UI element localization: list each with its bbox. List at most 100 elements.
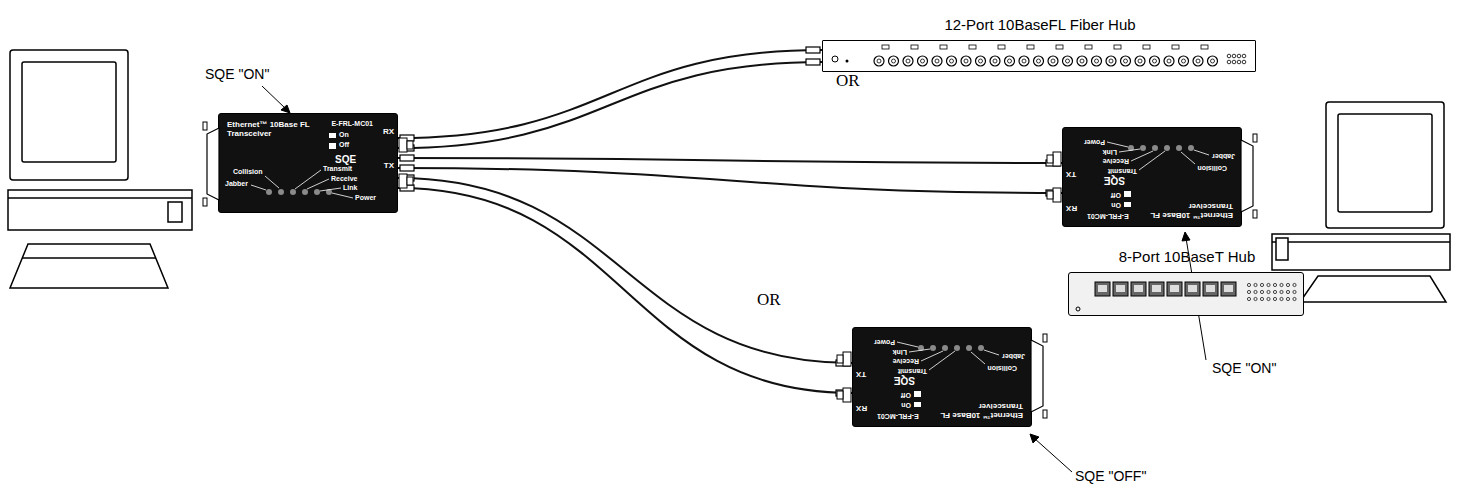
computer-right <box>1276 238 1288 260</box>
port-label: RX <box>383 128 394 137</box>
led-label: Collision <box>233 168 263 176</box>
status-led <box>1267 283 1270 286</box>
leader-line <box>1119 149 1140 152</box>
indicator <box>846 60 849 63</box>
status-led <box>1232 54 1236 58</box>
fiber-port <box>1106 56 1116 66</box>
fiber-port <box>1077 56 1087 66</box>
hub-art <box>823 41 1255 71</box>
leader-line <box>1139 151 1165 170</box>
fiber-cable <box>398 47 822 151</box>
fiber-port <box>950 59 954 63</box>
hub-box: 12-Port 10BaseFL Fiber Hub <box>822 40 1256 72</box>
led <box>1152 145 1158 151</box>
rj45-port <box>1134 285 1143 292</box>
hub-box: 8-Port 10BaseT Hub <box>1068 272 1304 316</box>
led-label: Transmit <box>1108 167 1137 175</box>
fiber-port <box>1048 56 1058 66</box>
status-led <box>1227 60 1231 64</box>
led-label: Receive <box>893 357 919 365</box>
leader-line <box>984 350 999 355</box>
fiber-port <box>874 56 884 66</box>
led-label: Transmit <box>323 165 352 173</box>
led <box>1140 145 1146 151</box>
fiber-port <box>1066 59 1070 63</box>
status-led <box>1280 297 1283 300</box>
hub-art <box>1069 273 1303 315</box>
port-led <box>1143 45 1150 49</box>
port-led <box>998 45 1005 49</box>
fiber-port <box>1196 59 1200 63</box>
status-led <box>1247 290 1250 293</box>
leader-line <box>1182 232 1190 241</box>
led-label: Power <box>874 338 895 346</box>
fiber-cable <box>398 155 1062 196</box>
led <box>314 189 320 195</box>
status-led <box>1242 54 1246 58</box>
status-led <box>1247 297 1250 300</box>
leader-line <box>332 193 353 198</box>
switch-indicator <box>329 133 336 138</box>
fiber-port <box>407 177 413 185</box>
status-led <box>1293 290 1296 293</box>
port-led <box>940 45 947 49</box>
port-led <box>1201 45 1208 49</box>
port-led <box>1027 45 1034 49</box>
fiber-port <box>399 138 407 152</box>
status-led <box>1280 290 1283 293</box>
status-led <box>1273 297 1276 300</box>
status-led <box>1247 283 1250 286</box>
leader-line <box>929 351 955 370</box>
leader-line <box>265 176 279 188</box>
fiber-port <box>843 352 851 366</box>
port-label: RX <box>1066 203 1077 212</box>
computer-left <box>8 197 192 199</box>
computer-left <box>10 50 128 180</box>
fiber-port <box>1047 155 1053 163</box>
rj45-port <box>1203 282 1218 296</box>
switch-position: On <box>1111 201 1121 209</box>
status-led <box>1254 283 1257 286</box>
leader-line <box>1030 434 1039 443</box>
led <box>302 189 308 195</box>
power-jack <box>832 56 838 62</box>
switch-position: Off <box>339 141 349 149</box>
rj45-port <box>1131 282 1146 296</box>
switch-label: SQE <box>894 375 915 386</box>
led-label: Link <box>343 184 357 192</box>
callout-label: SQE "ON" <box>1212 361 1276 376</box>
leader-line <box>1034 438 1072 472</box>
leader-line <box>921 351 943 361</box>
fiber-strand <box>398 188 852 393</box>
transceiver-box: Ethernet™ 10Base FL TransceiverE-FRL-MC0… <box>852 327 1032 427</box>
fiber-port <box>837 355 843 363</box>
fiber-strand <box>398 50 822 138</box>
rj45-port <box>1206 285 1215 292</box>
fiber-port <box>1008 59 1012 63</box>
switch-position: Off <box>901 391 911 399</box>
fiber-plug <box>400 155 414 161</box>
port-label: TX <box>856 369 866 378</box>
led-label: Power <box>1084 138 1105 146</box>
db-connector <box>1241 140 1253 212</box>
led <box>266 189 272 195</box>
computer-left <box>168 202 182 222</box>
led-label: Link <box>1103 148 1117 156</box>
status-led <box>1260 283 1263 286</box>
status-led <box>1286 297 1289 300</box>
connector-screw <box>203 198 207 206</box>
leader-line <box>307 179 329 189</box>
port-led <box>882 45 889 49</box>
led-label: Receive <box>331 175 357 183</box>
port-led <box>1114 45 1121 49</box>
status-led <box>1242 60 1246 64</box>
switch-position: On <box>339 131 349 139</box>
fiber-port <box>1053 188 1061 202</box>
rj45-port <box>1221 282 1236 296</box>
led <box>1176 145 1182 151</box>
led <box>942 345 948 351</box>
port-led <box>969 45 976 49</box>
status-led <box>1227 54 1231 58</box>
computer-right <box>1300 276 1446 302</box>
rj45-port <box>1170 285 1179 292</box>
